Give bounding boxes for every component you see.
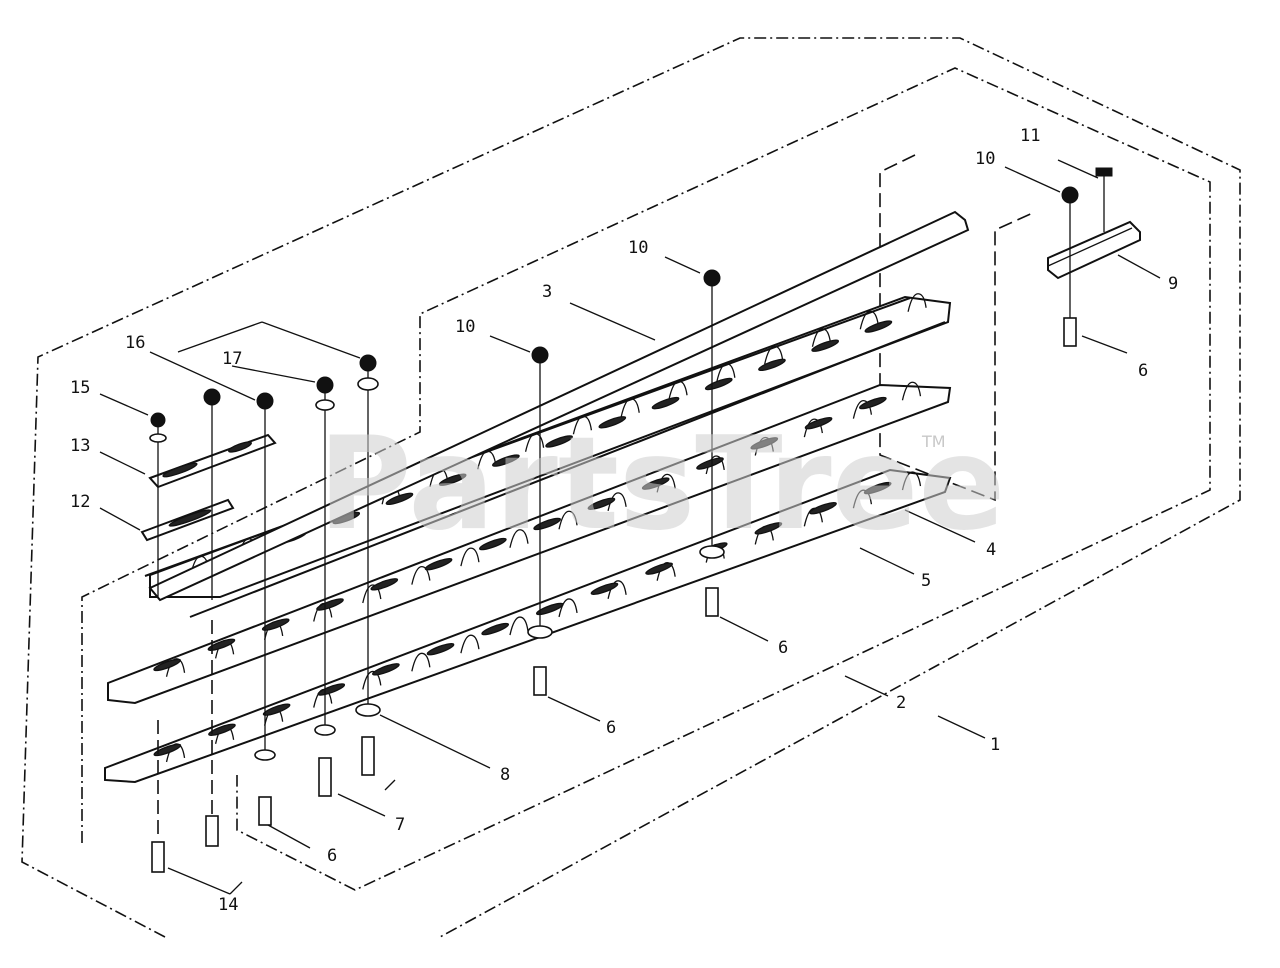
callout-8: 8 — [500, 765, 510, 785]
watermark-trademark: TM — [921, 432, 946, 451]
callout-6: 6 — [327, 846, 337, 866]
blade-slot — [535, 602, 564, 616]
blade-slot — [645, 562, 673, 575]
callout-6: 6 — [1138, 361, 1148, 381]
callout-3: 3 — [542, 282, 552, 302]
plate-12 — [140, 498, 235, 542]
blade-tooth — [524, 433, 545, 452]
assembly-boundary-2 — [81, 67, 1211, 891]
blade-slot — [587, 497, 616, 510]
blade-tooth — [668, 380, 688, 400]
callout-17: 17 — [222, 349, 242, 369]
blade-slot — [750, 437, 779, 450]
blade-tooth — [411, 652, 431, 672]
blade-tooth — [907, 293, 927, 312]
blade-slot — [545, 435, 573, 448]
blade-slot — [372, 663, 400, 676]
blade-slot — [424, 558, 453, 571]
callout-14: 14 — [218, 895, 238, 915]
callout-10: 10 — [455, 317, 475, 337]
blade-tooth — [901, 471, 922, 491]
blade-slot — [208, 723, 236, 736]
blade-slot — [863, 481, 892, 495]
blade-slot — [426, 643, 455, 656]
blade-slot — [859, 396, 887, 410]
blade-slot — [438, 473, 467, 486]
blade-slot — [651, 396, 680, 410]
blade-tooth — [859, 310, 879, 330]
blade-tooth — [811, 328, 832, 347]
blade-slot — [153, 743, 182, 757]
blade-slot — [590, 582, 619, 595]
blade-tooth — [852, 489, 873, 509]
blade-tooth — [901, 381, 922, 401]
leader-lines — [99, 159, 1161, 895]
blade-tooth — [460, 634, 480, 654]
blade-tooth — [362, 584, 382, 604]
callout-6: 6 — [606, 718, 616, 738]
callout-2: 2 — [896, 693, 906, 713]
blade-tooth — [411, 565, 431, 585]
blade-slot — [262, 703, 291, 716]
blade-slot — [864, 320, 893, 333]
blade-slot — [153, 658, 181, 672]
callout-13: 13 — [70, 436, 90, 456]
blade-tooth — [477, 450, 497, 470]
blade-slot — [598, 416, 627, 429]
callout-11: 11 — [1020, 126, 1040, 146]
assembly-boundary-1 — [21, 37, 1241, 938]
callout-15: 15 — [70, 378, 90, 398]
blade-slot — [207, 638, 236, 651]
fastener-axes — [157, 172, 1105, 840]
blade-tooth — [509, 529, 529, 548]
watermark: PartsTree — [318, 410, 1005, 559]
blade-tooth — [558, 510, 578, 530]
callout-10: 10 — [975, 149, 995, 169]
blade-tooth — [572, 415, 593, 435]
blade-slot — [370, 578, 399, 591]
blade-slot — [261, 618, 290, 631]
blade-slot — [696, 457, 724, 470]
blade-slot — [316, 598, 344, 611]
callout-5: 5 — [921, 571, 931, 591]
blade-tooth — [460, 547, 480, 567]
bracket-9 — [1047, 220, 1141, 280]
blade-slot — [758, 358, 786, 372]
callout-7: 7 — [395, 815, 405, 835]
blade-slot — [809, 502, 837, 515]
bolts — [151, 317, 1077, 873]
blade-tooth — [716, 363, 736, 382]
callout-12: 12 — [70, 492, 90, 512]
callout-16: 16 — [125, 333, 145, 353]
blade-tooth — [362, 670, 382, 690]
blade-slot — [481, 622, 510, 636]
blade-tooth — [509, 616, 529, 636]
blade-slot — [385, 492, 414, 506]
washers — [149, 377, 725, 761]
blade-tooth — [764, 345, 784, 365]
callout-9: 9 — [1168, 274, 1178, 294]
callout-6: 6 — [778, 638, 788, 658]
nuts — [150, 167, 1113, 428]
blade-slot — [804, 417, 833, 430]
callout-4: 4 — [986, 540, 996, 560]
callout-1: 1 — [990, 735, 1000, 755]
blade-slot — [479, 537, 507, 551]
blade-tooth — [620, 398, 640, 417]
blade-tooth — [558, 598, 578, 618]
blade-slot — [492, 454, 520, 467]
blade-middle — [107, 383, 952, 705]
blade-slot — [754, 522, 783, 535]
blade-slot — [641, 477, 670, 490]
callout-10: 10 — [628, 238, 648, 258]
blade-slot — [811, 339, 840, 352]
